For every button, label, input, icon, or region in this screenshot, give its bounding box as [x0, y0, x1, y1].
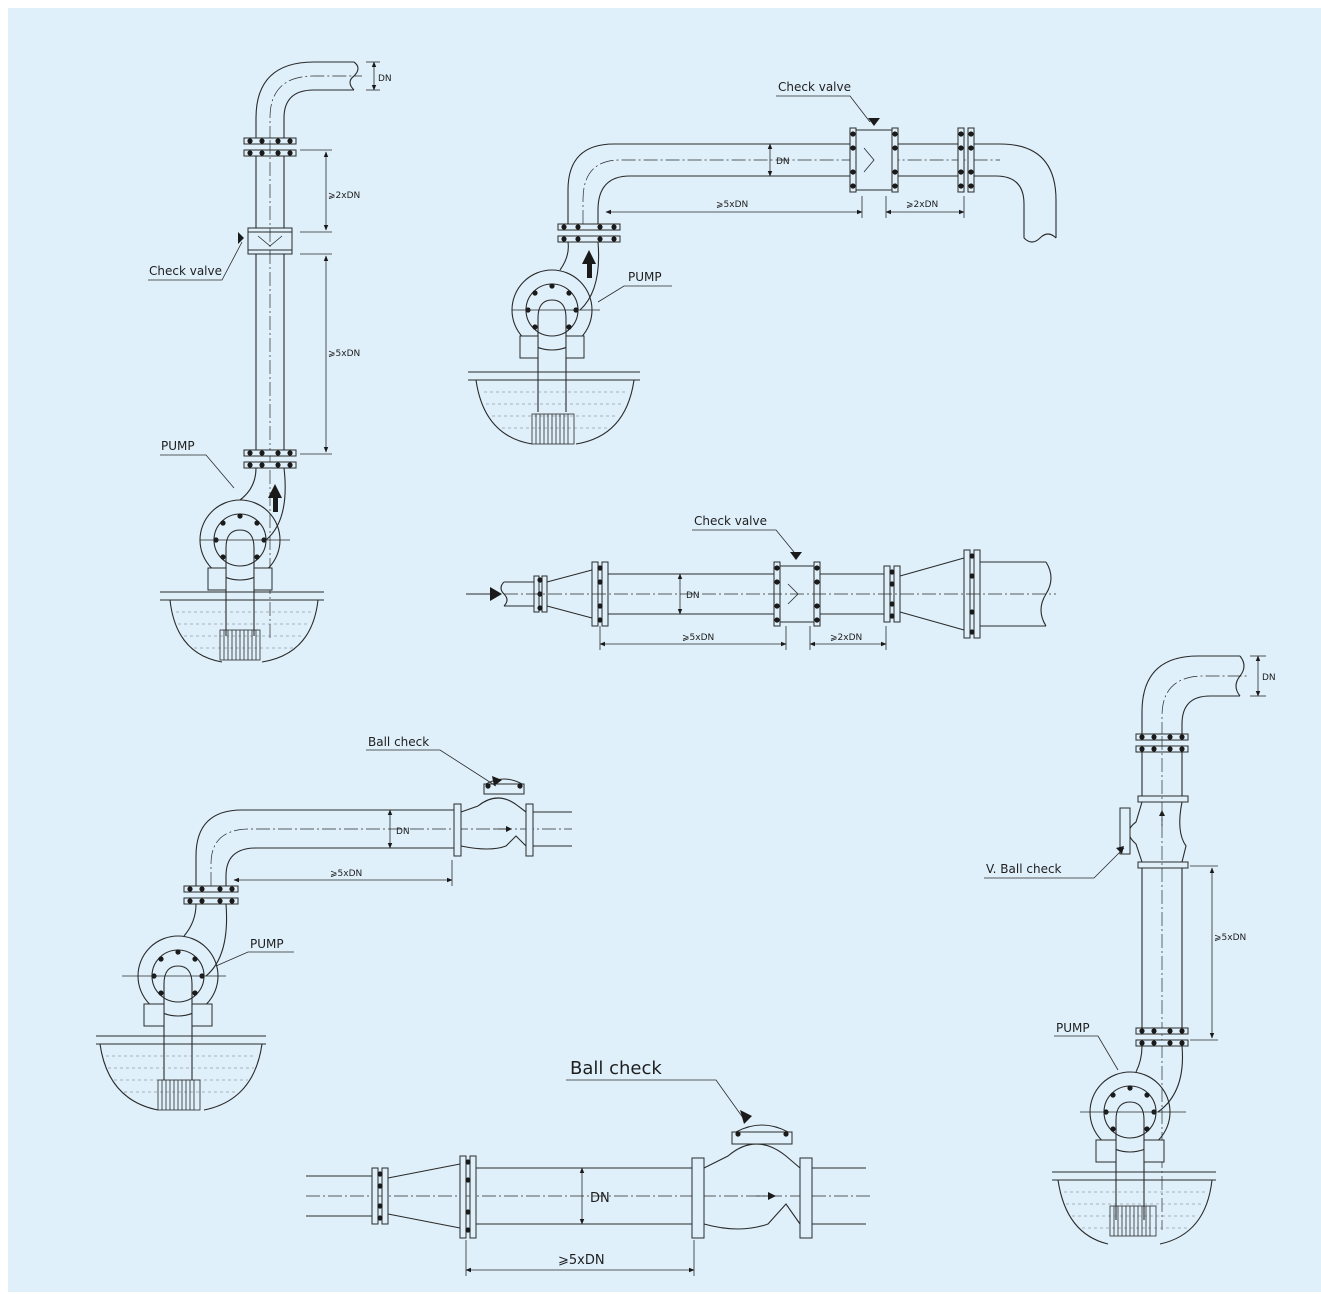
- diagram-frame: DN ⩾2xDN ⩾5xDN Check: [8, 8, 1321, 1292]
- dim-5dn-5: ⩾5xDN: [558, 1253, 605, 1268]
- pump-label-3: PUMP: [250, 937, 284, 951]
- piping-diagram: DN ⩾2xDN ⩾5xDN Check: [96, 61, 1276, 1276]
- dim-5dn-3: ⩾5xDN: [682, 633, 714, 643]
- ball-check-label-2: Ball check: [570, 1058, 662, 1079]
- dim-2dn-3: ⩾2xDN: [830, 633, 862, 643]
- v-ball-check-label: V. Ball check: [986, 862, 1062, 876]
- figure-ball-check-inline: Ball check DN ⩾5xDN: [306, 1058, 870, 1276]
- dim-2dn-2: ⩾2xDN: [906, 200, 938, 210]
- pump-label-1: PUMP: [161, 439, 195, 453]
- dn-label-1: DN: [378, 74, 392, 84]
- check-valve-label-1: Check valve: [149, 264, 222, 278]
- dim-5dn-1: ⩾5xDN: [328, 349, 360, 359]
- pump-label-4: PUMP: [1056, 1021, 1090, 1035]
- dim-5dn-4: ⩾5xDN: [330, 869, 362, 879]
- pump-label-2: PUMP: [628, 270, 662, 284]
- dim-5dn-6: ⩾5xDN: [1214, 933, 1246, 943]
- figure-vertical-check-valve: DN ⩾2xDN ⩾5xDN Check: [148, 61, 392, 663]
- dn-label-4: DN: [396, 827, 410, 837]
- dn-label-5: DN: [590, 1191, 610, 1206]
- dn-label-6: DN: [1262, 673, 1276, 683]
- dn-label-3: DN: [686, 591, 700, 601]
- dim-2dn-1: ⩾2xDN: [328, 191, 360, 201]
- check-valve-label-3: Check valve: [694, 514, 767, 528]
- dn-label-2: DN: [776, 157, 790, 167]
- dim-5dn-2: ⩾5xDN: [716, 200, 748, 210]
- figure-horizontal-check-valve: DN ⩾5xDN ⩾2xDN Check valve: [468, 80, 1057, 445]
- check-valve-label-2: Check valve: [778, 80, 851, 94]
- ball-check-label-1: Ball check: [368, 735, 429, 749]
- figure-inline-check-valve: Check valve DN ⩾5xDN ⩾2xDN: [466, 514, 1056, 650]
- figure-vertical-ball-check: DN V. Ball check ⩾5xDN: [984, 655, 1276, 1245]
- figure-ball-check-pump: Ball check DN ⩾5xDN: [96, 735, 572, 1111]
